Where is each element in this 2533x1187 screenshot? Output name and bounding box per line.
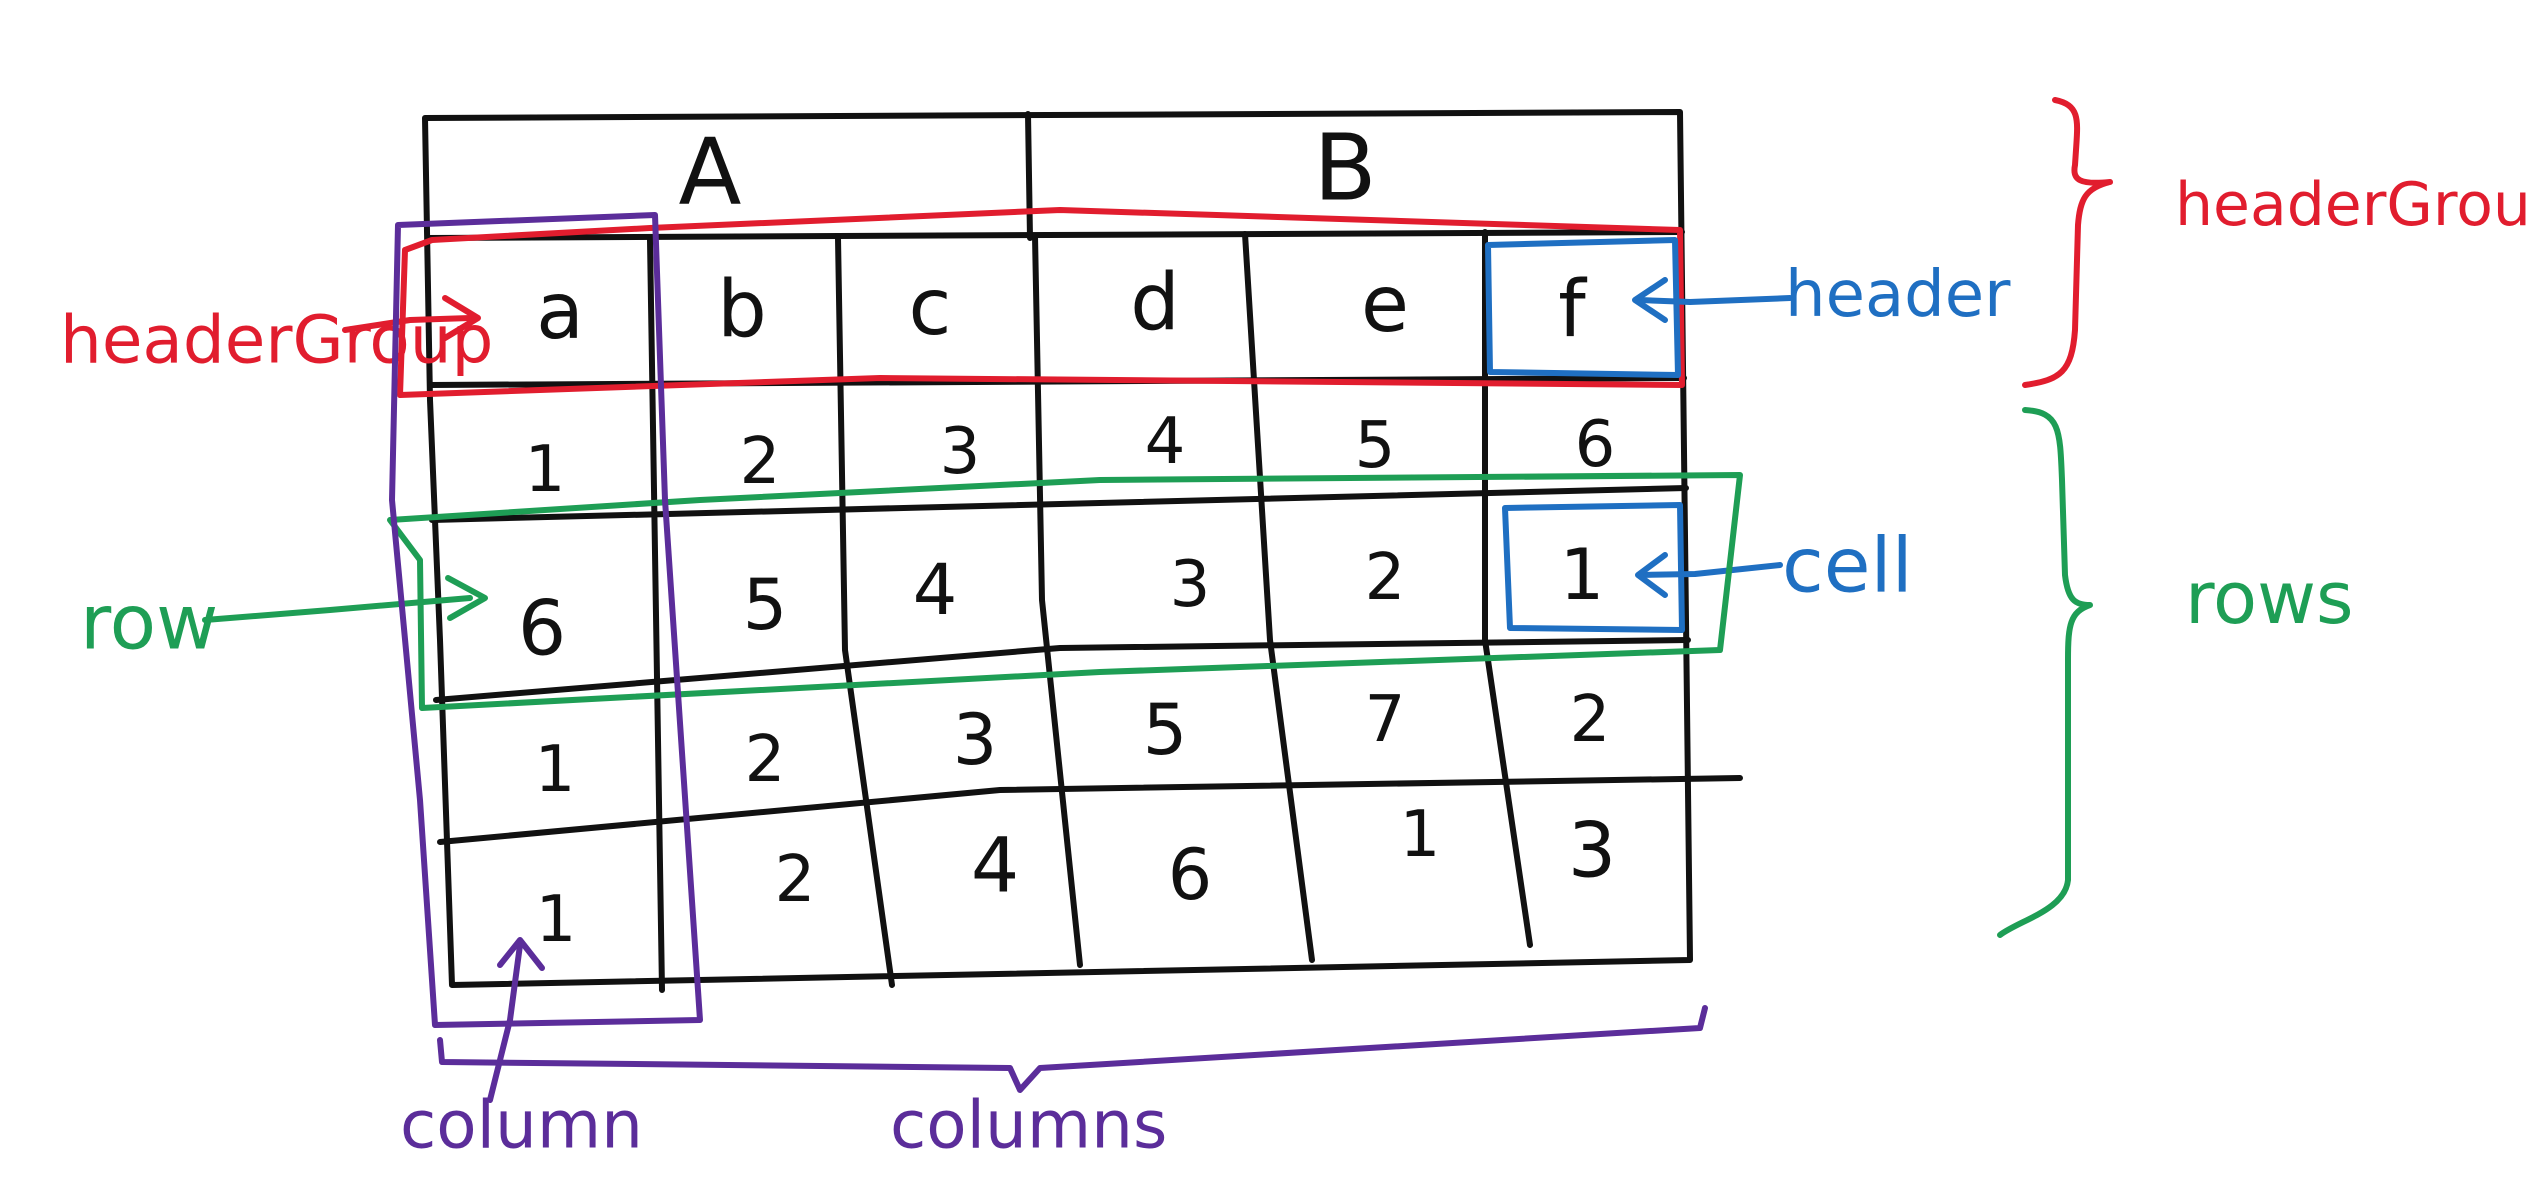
- column-arrow: [487, 942, 523, 1103]
- cell-outline: [1502, 502, 1685, 633]
- header-cell: f: [1558, 265, 1587, 355]
- table-cell: 2: [775, 843, 816, 917]
- table-cell: 4: [1145, 405, 1186, 479]
- group-header-divider: [425, 229, 1685, 241]
- row-2-divider: [433, 637, 1691, 703]
- cell-arrow: [1637, 562, 1783, 578]
- header-group-arrow-head: [442, 295, 481, 341]
- table-row: 1 2 4 6 1 3: [536, 798, 1617, 957]
- columns-label: columns: [890, 1087, 1167, 1164]
- header-groups-annotation: [342, 97, 2113, 398]
- group-header-vertical: [1025, 111, 1033, 241]
- table-cell: 1: [536, 883, 577, 957]
- column-label: column: [400, 1087, 643, 1164]
- header-cell: d: [1130, 258, 1180, 348]
- table-cell: 4: [913, 549, 958, 631]
- table-cell: 5: [1355, 409, 1396, 483]
- rows-annotation: [202, 407, 2093, 938]
- header-arrow-head: [1632, 277, 1668, 323]
- header-row: a b c d e f: [536, 258, 1587, 357]
- column-divider-2: [835, 235, 895, 988]
- header-groups-brace: [2022, 97, 2113, 388]
- header-cell-annotation: [1485, 237, 1793, 633]
- cell-arrow-head: [1635, 552, 1668, 598]
- rows-label: rows: [2185, 556, 2353, 640]
- table-row: 1 2 3 4 5 6: [525, 405, 1616, 507]
- table-cell: 3: [953, 699, 998, 781]
- row-arrow: [202, 595, 473, 623]
- rows-brace: [1997, 407, 2093, 938]
- table-cell: 2: [740, 425, 781, 499]
- group-header-b: B: [1313, 115, 1376, 222]
- header-group-arrow: [342, 315, 473, 333]
- table-cell: 7: [1365, 683, 1406, 757]
- table-cell: 2: [1365, 541, 1406, 615]
- column-outline: [389, 212, 703, 1028]
- column-divider-1: [647, 237, 665, 993]
- row-outline: [387, 472, 1743, 711]
- table-cell: 5: [1143, 689, 1188, 771]
- columns-brace: [437, 1005, 1708, 1093]
- table-cell: 6: [1575, 408, 1616, 482]
- header-cell: e: [1361, 260, 1409, 350]
- header-cell: c: [909, 263, 952, 353]
- table-cell: 1: [535, 733, 576, 807]
- table-cell: 3: [1170, 548, 1211, 622]
- table-row: 1 2 3 5 7 2: [535, 683, 1611, 807]
- row-3-divider: [437, 775, 1743, 845]
- column-arrow-head: [497, 937, 545, 971]
- table-cell: 1: [1560, 534, 1605, 616]
- table-cell: 5: [743, 564, 788, 646]
- header-groups-label: headerGroups: [2175, 170, 2533, 240]
- column-divider-4: [1242, 231, 1315, 963]
- table-cell: 6: [1168, 834, 1213, 916]
- table-cell: 1: [525, 433, 566, 507]
- row-arrow-head: [445, 575, 488, 621]
- header-cell: a: [536, 267, 584, 357]
- header-group-outline: [397, 207, 1685, 398]
- row-label: row: [80, 578, 218, 667]
- group-header-a: A: [679, 119, 742, 226]
- header-arrow: [1637, 295, 1793, 305]
- header-cell: b: [717, 265, 767, 355]
- table-cell: 6: [518, 584, 566, 673]
- table-row: 6 5 4 3 2 1: [518, 534, 1604, 673]
- column-divider-5: [1482, 229, 1533, 948]
- header-group-label: headerGroup: [60, 302, 493, 379]
- table-cell: 3: [1568, 806, 1616, 895]
- columns-annotation: [389, 212, 1708, 1103]
- table-cell: 1: [1400, 798, 1441, 872]
- table-outer-border: [422, 109, 1693, 988]
- header-label: header: [1785, 258, 2011, 332]
- table-cell: 2: [1570, 683, 1611, 757]
- row-1-divider: [429, 485, 1689, 523]
- header-cell-outline: [1485, 237, 1681, 378]
- table-cell: 2: [745, 723, 786, 797]
- cell-label: cell: [1782, 521, 1913, 610]
- column-divider-3: [1032, 233, 1083, 968]
- table-cell: 4: [971, 821, 1019, 910]
- table-cell: 3: [940, 415, 981, 489]
